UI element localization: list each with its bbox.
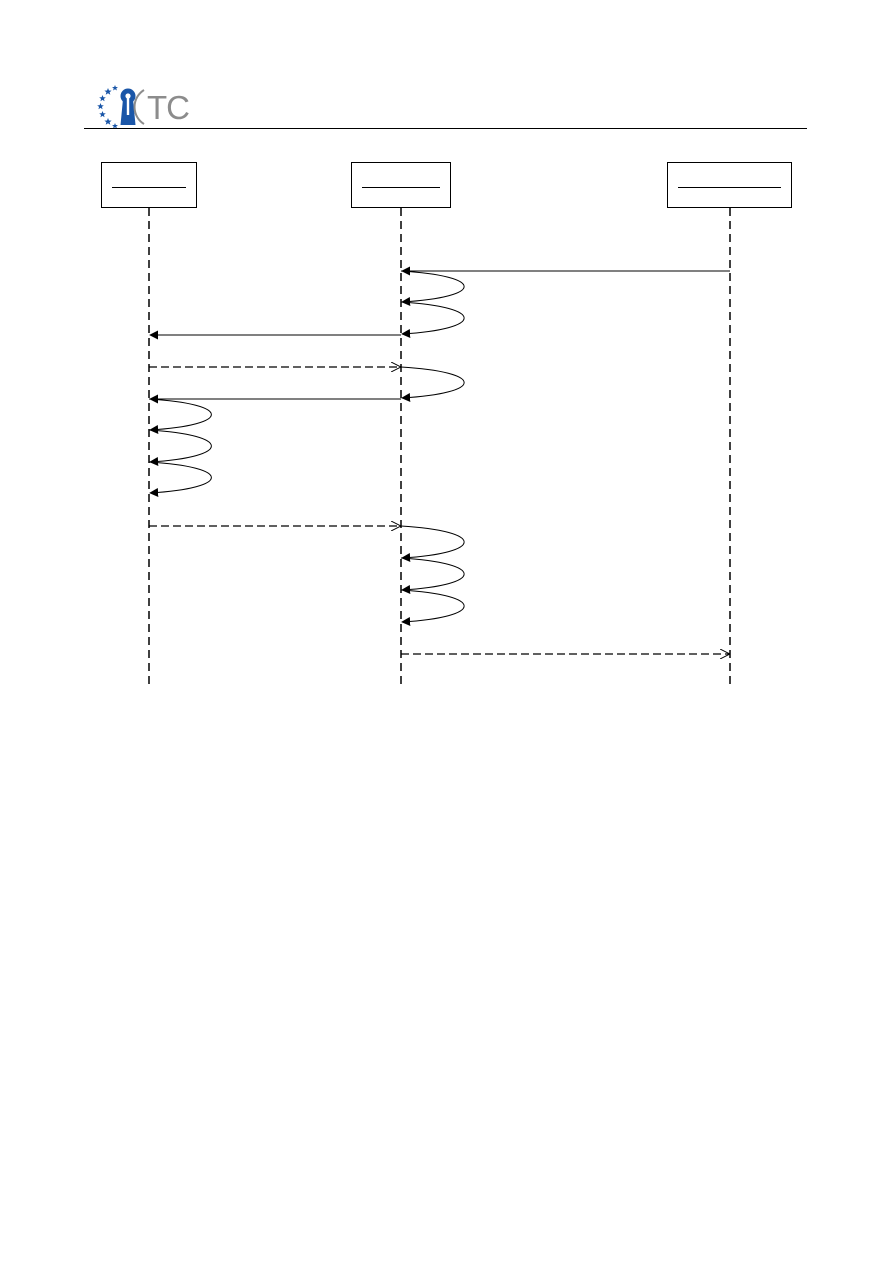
header-rule <box>84 128 807 129</box>
message-6-self-arrow <box>400 366 465 403</box>
message-14-self-arrow <box>400 589 465 627</box>
message-12-self-arrow <box>400 525 465 563</box>
participant-1 <box>101 162 197 208</box>
logo-text: TC <box>147 89 190 126</box>
participant-3 <box>667 162 792 208</box>
message-2-self-arrow <box>400 270 465 307</box>
message-8-self-arrow <box>148 398 212 434</box>
message-3-self-arrow <box>400 301 465 339</box>
participant-2 <box>351 162 451 208</box>
message-9-self-arrow <box>148 429 212 466</box>
message-13-self-arrow <box>400 557 465 595</box>
message-10-self-arrow <box>148 461 212 497</box>
logo-keyhole-icon <box>97 85 145 129</box>
